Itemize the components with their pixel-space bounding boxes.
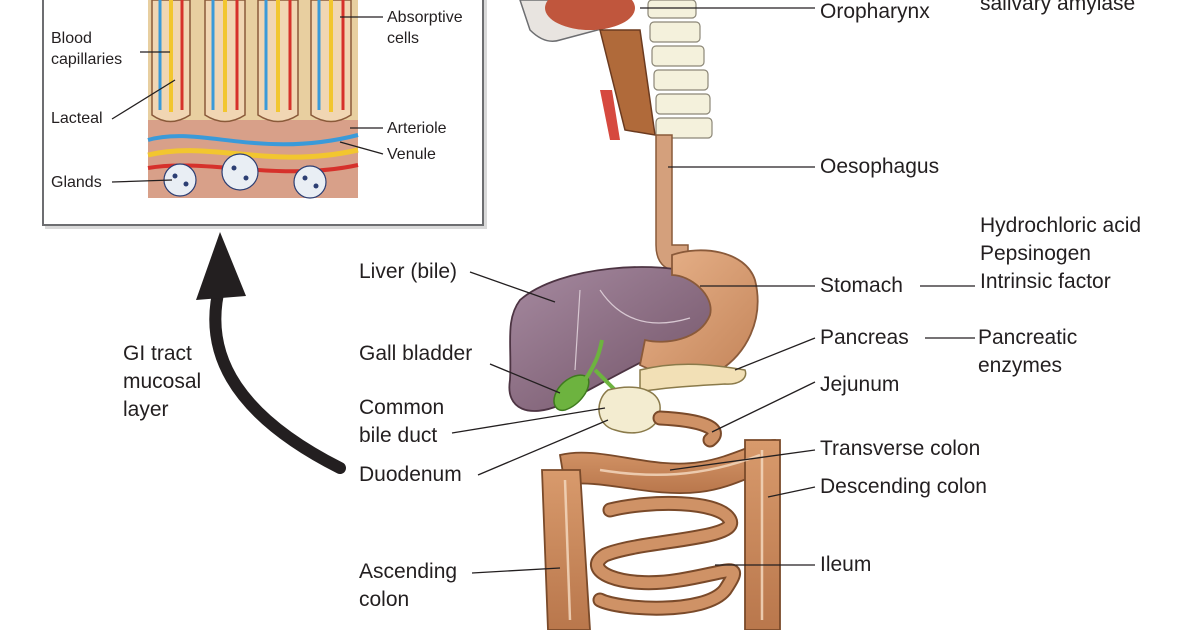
large-intestine <box>541 439 781 630</box>
label-liver: Liver (bile) <box>359 260 458 283</box>
head-illustration <box>519 0 713 140</box>
mucosal-arrow <box>196 232 346 474</box>
villus-4 <box>310 0 352 123</box>
label-common-bile-duct: Common bile duct <box>359 396 445 447</box>
label-stomach: Stomach <box>820 274 903 297</box>
villus-1 <box>151 0 191 123</box>
label-gi-tract-mucosal-layer: GI tract mucosal layer <box>123 342 202 421</box>
label-blood-capillaries: Blood capillaries <box>51 30 123 68</box>
label-ileum: Ileum <box>820 553 872 576</box>
label-pancreas: Pancreas <box>820 326 909 349</box>
label-ascending-colon: Ascending colon <box>359 560 458 611</box>
label-descending-colon: Descending colon <box>820 475 987 498</box>
small-intestine-inner <box>592 412 739 614</box>
pancreas-shape <box>639 363 747 393</box>
label-duodenum: Duodenum <box>359 463 462 486</box>
villus-2 <box>204 0 246 123</box>
villi-illustration <box>111 0 384 199</box>
label-stomach-secretions: Hydrochloric acid Pepsinogen Intrinsic f… <box>980 214 1142 293</box>
label-oropharynx: Oropharynx <box>820 0 930 23</box>
duodenum-shape <box>598 386 661 434</box>
label-absorptive-cells: Absorptive cells <box>387 9 463 47</box>
gland-clusters <box>163 153 327 199</box>
label-lacteal: Lacteal <box>51 110 103 127</box>
label-jejunum: Jejunum <box>820 373 900 396</box>
villus-3 <box>257 0 299 123</box>
gall-bladder-shape <box>553 374 590 412</box>
label-transverse-colon: Transverse colon <box>820 437 981 460</box>
leader-lines <box>451 7 975 574</box>
label-arteriole: Arteriole <box>387 120 447 137</box>
label-oesophagus: Oesophagus <box>820 155 940 178</box>
label-venule: Venule <box>387 146 436 163</box>
label-pancreatic-enzymes: Pancreatic enzymes <box>978 326 1078 377</box>
label-salivary-amylase: salivary amylase <box>980 0 1136 15</box>
label-glands: Glands <box>51 174 102 191</box>
label-gall-bladder: Gall bladder <box>359 342 473 365</box>
